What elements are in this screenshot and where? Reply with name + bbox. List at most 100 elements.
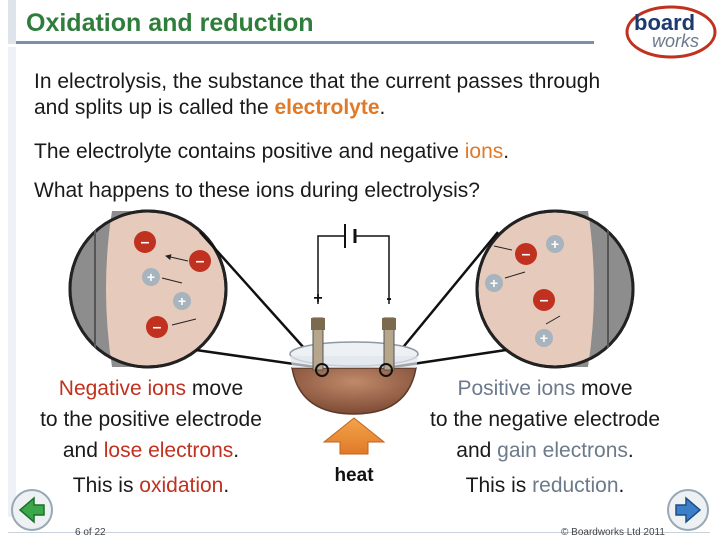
right-line-3-after: .: [627, 439, 634, 462]
intro-paragraph-1: In electrolysis, the substance that the …: [34, 69, 600, 121]
intro-line-2: and splits up is called the electrolyte.: [34, 95, 600, 121]
left-line-3-before: and: [62, 439, 104, 462]
left-electrode-face: [70, 211, 148, 367]
next-slide-button[interactable]: [666, 488, 710, 532]
left-ions: – – + + –: [134, 231, 211, 338]
right-electrode-face: [555, 211, 633, 367]
positive-electrode: [311, 317, 329, 377]
ion-arrow: [161, 277, 183, 284]
electrolysis-bowl: [289, 341, 419, 415]
left-gutter: [8, 47, 16, 517]
header-bar: Oxidation and reduction: [8, 0, 594, 44]
intro-line-2-end: .: [379, 96, 386, 119]
copyright-notice: © Boardworks Ltd 2011: [561, 527, 665, 538]
header-accent: [8, 0, 16, 44]
heat-label: heat: [334, 465, 374, 486]
neg-ion-label: –: [540, 292, 549, 309]
ion-arrow: [504, 271, 526, 279]
neg-ion: [189, 250, 211, 272]
right-line-3-before: and: [456, 439, 498, 462]
bowl-body: [291, 367, 417, 415]
right-caption-line-3: and gain electrons.: [412, 435, 678, 466]
neg-ion: [515, 243, 537, 265]
ion-arrow: [493, 245, 513, 251]
left-line-1-rest: move: [186, 377, 244, 400]
right-line-1-rest: move: [575, 377, 633, 400]
left-caption-line-2: to the positive electrode: [40, 408, 262, 431]
positive-clip: [311, 318, 325, 330]
right-caption-line-1: Positive ions move: [412, 373, 678, 404]
wire-left: [317, 235, 344, 304]
pos-ion-label: +: [147, 269, 155, 285]
left-circle-border: [68, 209, 228, 369]
intro-paragraph-2: The electrolyte contains positive and ne…: [34, 139, 509, 165]
ions-text: The electrolyte contains positive and ne…: [34, 140, 465, 163]
pos-ion-label: +: [540, 330, 548, 346]
lose-electrons-term: lose electrons: [103, 439, 234, 462]
neg-ion: [134, 231, 156, 253]
page-title: Oxidation and reduction: [26, 9, 314, 37]
wire-right: [356, 235, 390, 304]
negative-electrode: [379, 317, 396, 377]
right-circle-border: [475, 209, 635, 369]
arrow-right-icon: [675, 496, 702, 524]
pos-ion: [142, 268, 160, 286]
left-line-3-after: .: [233, 439, 240, 462]
negative-terminal-sign: -: [386, 290, 391, 307]
logo-board-text: board: [634, 10, 695, 35]
logo-works-text: works: [652, 31, 699, 51]
pos-ion-label: +: [178, 293, 186, 309]
heat-arrow: [322, 417, 386, 455]
neg-ion: [146, 316, 168, 338]
electrolyte-term: electrolyte: [274, 96, 380, 119]
pos-ion: [546, 235, 564, 253]
neg-ion-label: –: [196, 253, 205, 270]
previous-slide-button[interactable]: [10, 488, 54, 532]
pos-ion: [173, 292, 191, 310]
left-caption-line-1: Negative ions move: [20, 373, 282, 404]
left-caption-line-4: This is oxidation.: [20, 470, 282, 501]
bowl-glass-top: [290, 356, 418, 368]
negative-ions-term: Negative ions: [58, 377, 187, 400]
ion-arrow: [545, 315, 561, 325]
oxidation-term: oxidation: [139, 474, 224, 497]
footer-divider: [8, 532, 710, 533]
ion-arrow: [171, 318, 197, 326]
logo-ring: [625, 5, 717, 59]
left-caption-line-3: and lose electrons.: [20, 435, 282, 466]
boardworks-logo: board works: [625, 5, 717, 59]
circuit-wires: [317, 224, 390, 304]
intro-line-2-text: and splits up is called the: [34, 96, 275, 119]
positive-electrode-marker: [315, 363, 329, 377]
left-line-4-before: This is: [72, 474, 140, 497]
left-caption: Negative ions move to the positive elect…: [20, 373, 282, 501]
page-number: 6 of 22: [75, 527, 106, 538]
pos-ion: [485, 274, 503, 292]
right-line-4-after: .: [618, 474, 625, 497]
left-zoom-circle: [68, 209, 228, 369]
positive-ions-term: Positive ions: [457, 377, 576, 400]
right-line-4-before: This is: [465, 474, 533, 497]
reduction-term: reduction: [532, 474, 619, 497]
positive-terminal-sign: +: [313, 290, 322, 307]
negative-clip: [382, 318, 396, 330]
negative-electrode-marker: [379, 363, 393, 377]
intro-line-1: In electrolysis, the substance that the …: [34, 70, 601, 93]
right-ions: – + + – +: [485, 235, 564, 347]
right-caption: Positive ions move to the negative elect…: [412, 373, 678, 501]
left-line-4-after: .: [223, 474, 230, 497]
ions-end: .: [503, 140, 510, 163]
pos-ion-label: +: [490, 275, 498, 291]
gain-electrons-term: gain electrons: [497, 439, 628, 462]
neg-ion: [533, 289, 555, 311]
pos-ion: [535, 329, 553, 347]
right-magnify-line-top: [385, 231, 499, 369]
question-text: What happens to these ions during electr…: [34, 179, 480, 202]
neg-ion-label: –: [522, 246, 531, 263]
neg-ion-label: –: [141, 234, 150, 251]
ions-term: ions: [464, 140, 504, 163]
ion-arrow: [165, 254, 189, 262]
right-caption-line-2: to the negative electrode: [430, 408, 660, 431]
arrow-left-icon: [18, 496, 45, 524]
